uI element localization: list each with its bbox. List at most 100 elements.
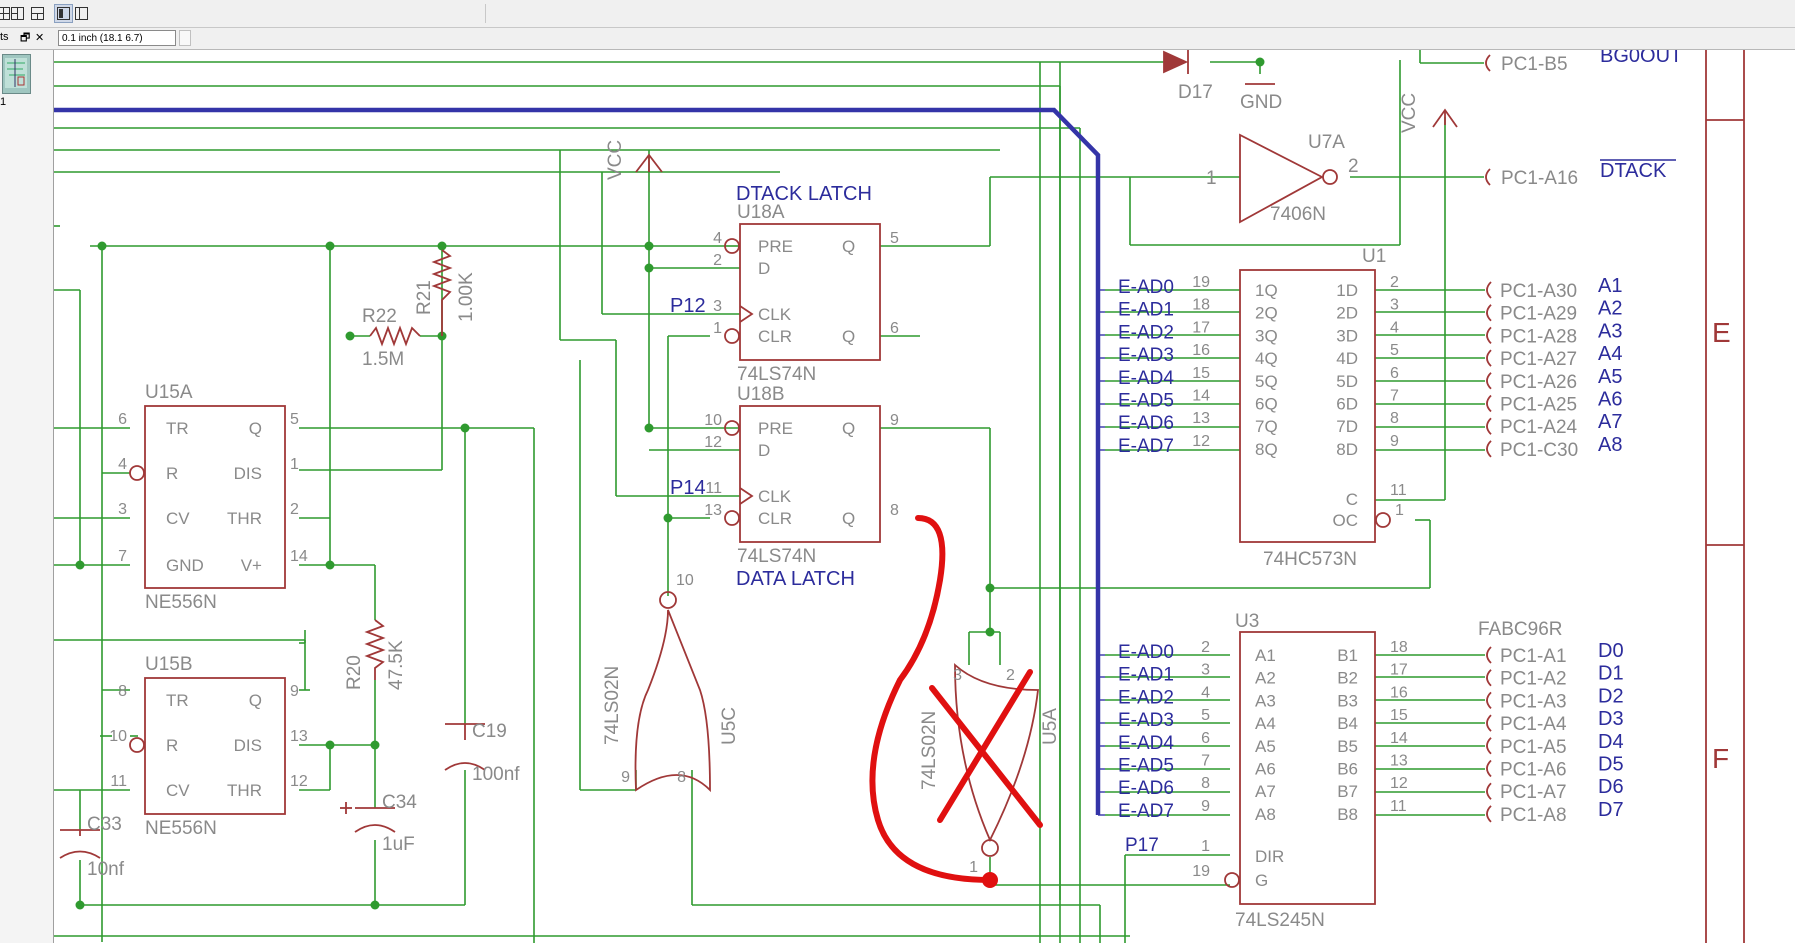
dtack-conn: PC1-A16	[1501, 168, 1578, 189]
u3-connector-cup	[1486, 759, 1492, 778]
u18a-clk-net: P12	[670, 295, 706, 317]
u3-net-label: E-AD7	[1118, 801, 1174, 822]
close-panel-icon[interactable]: ✕	[35, 32, 45, 44]
u18a-title: DTACK LATCH	[736, 183, 872, 205]
u3-pin-name: B2	[1337, 669, 1358, 688]
u3-connector-label: PC1-A1	[1500, 646, 1567, 667]
u1-net-label: E-AD6	[1118, 413, 1174, 434]
u3-connector-cup	[1486, 714, 1492, 732]
u18a-pin-name: Q	[842, 327, 855, 346]
u3-pin-num: 3	[1201, 662, 1210, 679]
u15b-pin-name: R	[166, 736, 178, 755]
u3-pin-name: B1	[1337, 646, 1358, 665]
u1-pin-num: 13	[1192, 410, 1210, 427]
u1-pin-name: 4D	[1336, 349, 1358, 368]
u3-net-label: E-AD0	[1118, 642, 1174, 663]
view-rows-icon[interactable]	[28, 4, 47, 23]
u1-pin-name: 8Q	[1255, 440, 1278, 459]
u1-pin-name: 5Q	[1255, 372, 1278, 391]
u5a-pin-num: 2	[1006, 667, 1015, 684]
u1-pin-name: 4Q	[1255, 349, 1278, 368]
u3-connector-cup	[1486, 782, 1492, 800]
u1-net-label: A6	[1598, 389, 1622, 411]
bg0out-net: BG0OUT	[1600, 50, 1682, 67]
view-split-icon[interactable]	[0, 4, 13, 23]
u1-pin-num: 15	[1192, 365, 1210, 382]
u7a-value: 7406N	[1270, 204, 1326, 225]
markup-dot	[982, 872, 998, 888]
u15a-pin-name: GND	[166, 556, 204, 575]
u18a-pin-name: CLK	[758, 305, 792, 324]
u1-connector-label: PC1-A29	[1500, 304, 1577, 325]
u3-pin-num: 6	[1201, 730, 1210, 747]
u3-pin-name: B8	[1337, 805, 1358, 824]
u15a-pin-num: 2	[290, 501, 299, 518]
layout-left-icon[interactable]	[54, 4, 73, 23]
r22-ref: R22	[362, 306, 397, 327]
u18b-pin-num: 8	[890, 502, 899, 519]
u3-connector-cup	[1486, 669, 1492, 687]
u1-pin-num: 14	[1192, 388, 1210, 405]
u15a-pin-name: V+	[241, 556, 262, 575]
u15a-pin-name: Q	[249, 419, 262, 438]
u3-connector-label: PC1-A5	[1500, 737, 1567, 758]
schematic-canvas[interactable]: D17 GND VCC VCC U7A 7406N U18A 74LS74N U…	[54, 50, 1795, 943]
u3-connector-cup	[1486, 737, 1492, 755]
u3-net-label: P17	[1125, 835, 1159, 856]
r22-value: 1.5M	[362, 349, 404, 370]
u1-net-label: E-AD3	[1118, 345, 1174, 366]
grid-extra-field[interactable]	[179, 30, 191, 46]
u18a-ref: U18A	[737, 202, 785, 223]
bg0out-conn: PC1-B5	[1501, 54, 1568, 75]
sheet-number: 1	[0, 96, 7, 108]
u18a-pin-name: CLR	[758, 327, 792, 346]
u7a-ref: U7A	[1308, 132, 1345, 153]
u1-net-label: E-AD4	[1118, 368, 1174, 389]
u15a-pin-name: THR	[227, 509, 262, 528]
sheet-thumbnail[interactable]	[2, 54, 31, 94]
grid-size-field[interactable]: 0.1 inch (18.1 6.7)	[58, 30, 176, 46]
u3-net-label: E-AD2	[1118, 687, 1174, 708]
u1-pin-name: C	[1346, 490, 1358, 509]
u3-net-label: E-AD4	[1118, 733, 1174, 754]
u3-connector-label: PC1-A4	[1500, 714, 1567, 735]
u18b-pin-name: Q	[842, 509, 855, 528]
u18a-pin-num: 3	[713, 298, 722, 315]
u3-pin-num: 12	[1390, 775, 1408, 792]
u3-pin-num: 9	[1201, 798, 1210, 815]
u3-value: 74LS245N	[1235, 910, 1325, 931]
u1-net-label: A8	[1598, 434, 1622, 456]
u3-pin-num: 4	[1201, 684, 1210, 701]
u3-pin-name: A1	[1255, 646, 1276, 665]
u1-pin-num: 1	[1395, 502, 1404, 519]
c33-value: 10nf	[87, 859, 125, 880]
u3-pin-name: B6	[1337, 760, 1358, 779]
u3-conn-ref: FABC96R	[1478, 619, 1562, 640]
u3-pin-name: A4	[1255, 714, 1276, 733]
u3-connector-label: PC1-A8	[1500, 805, 1567, 826]
u3-net-label: D2	[1598, 685, 1624, 707]
u5c-ref: U5C	[719, 707, 740, 745]
view-columns-icon[interactable]	[8, 4, 27, 23]
u3-pin-name: A5	[1255, 737, 1276, 756]
u18a-value: 74LS74N	[737, 364, 816, 385]
u5a-ref: U5A	[1040, 708, 1061, 745]
u1-pin-name: 6D	[1336, 395, 1358, 414]
dtack-net: DTACK	[1600, 160, 1667, 182]
u1-pin-num: 3	[1390, 297, 1399, 314]
d17-ref: D17	[1178, 82, 1213, 103]
pin-panel-icon[interactable]: 🗗	[20, 32, 31, 44]
u15a-pin-name: DIS	[234, 464, 262, 483]
u1-connector-label: PC1-A26	[1500, 372, 1577, 393]
layout-right-icon[interactable]	[72, 4, 91, 23]
u15a-pin-num: 14	[290, 548, 308, 565]
u18b-pin-num: 12	[704, 434, 722, 451]
u1-value: 74HC573N	[1263, 549, 1357, 570]
u1-connector-cup	[1486, 304, 1492, 322]
u1-pin-num: 17	[1192, 319, 1210, 336]
u18b-pin-name: D	[758, 441, 770, 460]
u3-net-label: D3	[1598, 708, 1624, 730]
u1-pin-num: 5	[1390, 342, 1399, 359]
u15a-ref: U15A	[145, 382, 193, 403]
u15b-pin-num: 11	[110, 773, 127, 790]
